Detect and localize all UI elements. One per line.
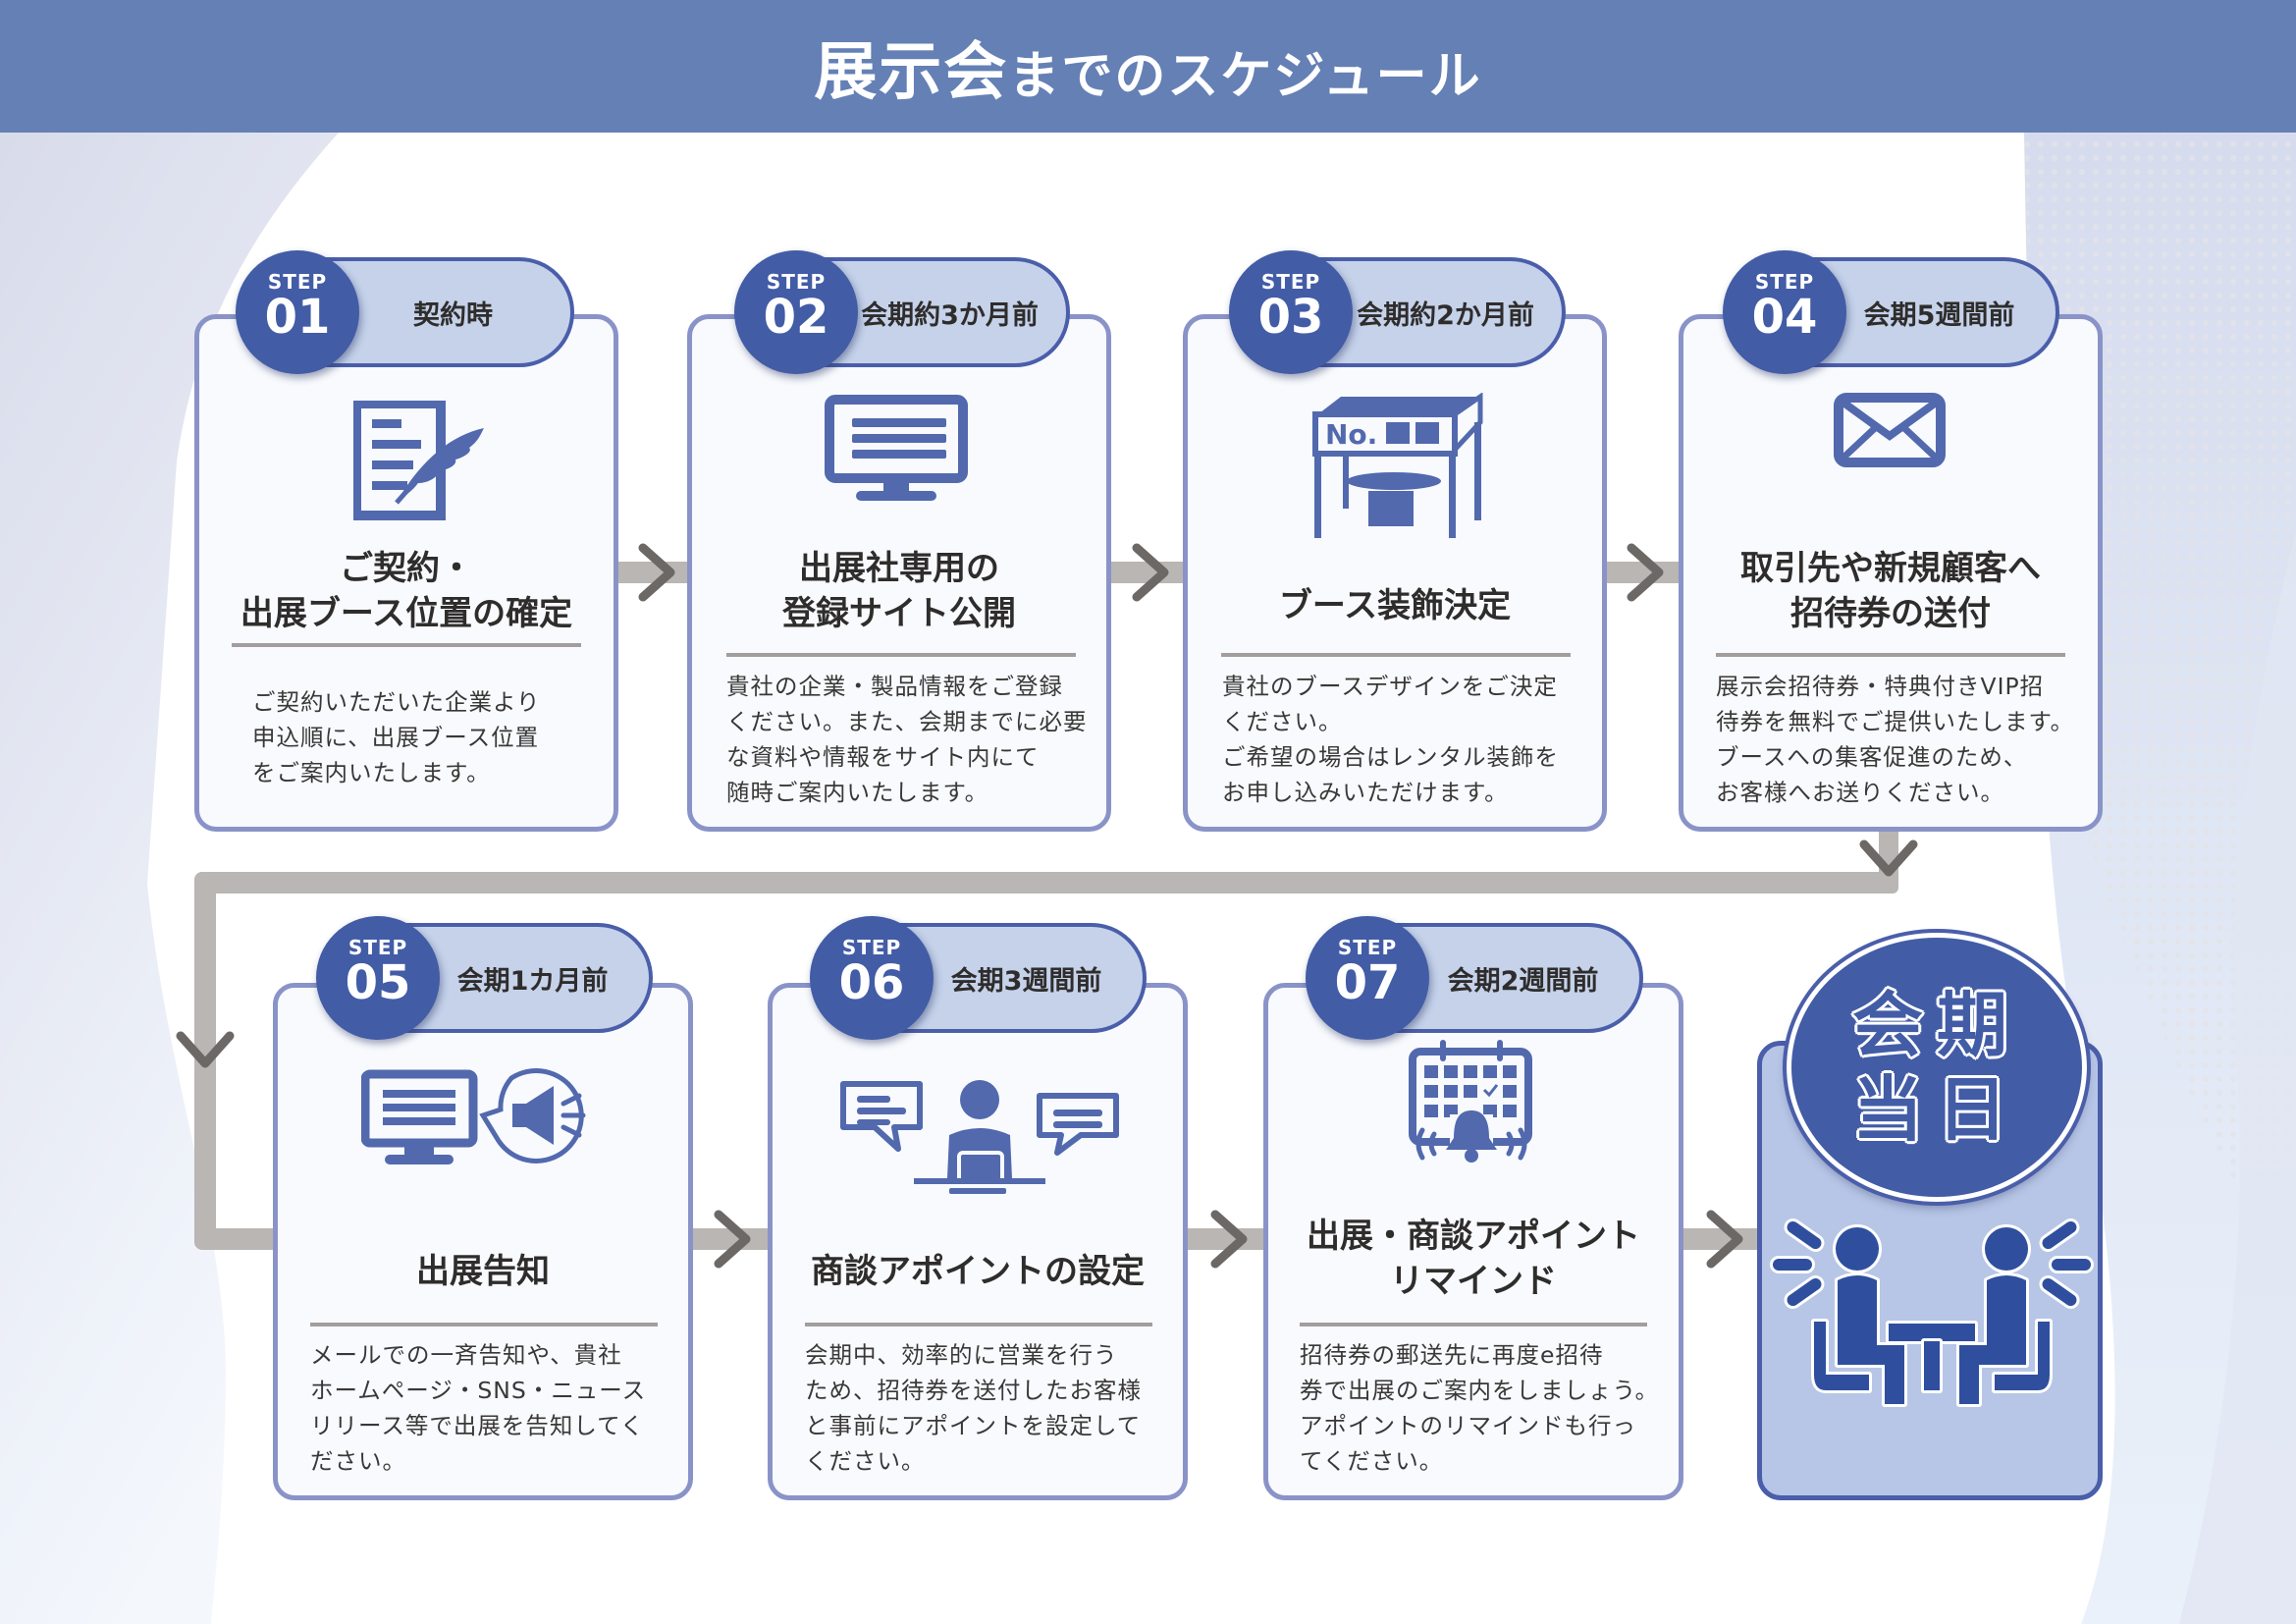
step-number: 03 [1257,290,1324,345]
booth-number-label: No. [1325,418,1377,451]
divider [805,1323,1152,1326]
step-description: ご契約いただいた企業より 申込順に、出展ブース位置 をご案内いたします。 [252,688,541,786]
bg-shape-left [0,133,339,1624]
connector-wrap-horizontal [194,872,1898,893]
step-badge: STEP 07 [1306,916,1429,1040]
envelope-icon [1834,393,1946,467]
chevron-right-icon [714,1210,751,1269]
title-main: 展示会 [814,35,1009,109]
step-description: メールでの一斉告知や、貴社 ホームページ・SNS・ニュース リリース等で出展を告… [310,1341,647,1475]
connector-row2-1 [688,1228,773,1250]
step-title: ブース装飾決定 [1278,586,1512,625]
step-number: 02 [763,290,829,345]
step-description: 招待券の郵送先に再度e招待 券で出展のご案内をしましょう。 アポイントのリマイン… [1300,1341,1660,1475]
step-number: 06 [838,955,905,1010]
step-timing: 会期1カ月前 [456,965,609,997]
step-number: 07 [1334,955,1401,1010]
connector-row1-2 [1104,562,1188,583]
connector-wrap-into-05 [194,1228,278,1250]
step-badge: STEP 04 [1723,250,1846,374]
person-chat-laptop-icon [840,1080,1119,1194]
bg-shape-right-lower [2179,530,2296,1624]
step-description: 展示会招待券・特典付きVIP招 待券を無料でご提供いたします。 ブースへの集客促… [1716,673,2075,806]
chevron-right-icon [1210,1210,1248,1269]
page-title: 展示会までのスケジュール [814,22,1481,112]
step-description: 貴社の企業・製品情報をご登録 ください。また、会期までに必要 な資料や情報をサイ… [726,673,1088,806]
step-description: 会期中、効率的に営業を行う ため、招待券を送付したお客様 と事前にアポイントを設… [805,1341,1142,1475]
step-number: 05 [345,955,411,1010]
step-timing: 会期約2か月前 [1357,299,1534,331]
step-title: 出展社専用の 登録サイト公開 [782,549,1016,633]
step-description: 貴社のブースデザインをご決定 ください。 ご希望の場合はレンタル装飾を お申し込… [1222,673,1559,806]
event-day-line1: 会期 [1851,984,2021,1066]
step-title: 取引先や新規顧客へ 招待券の送付 [1740,549,2041,633]
document-quill-icon [353,401,484,520]
event-day-badge: 会期 当日 [1783,929,2091,1206]
step-timing: 会期3週間前 [950,965,1102,997]
step-title: 出展・商談アポイント リマインド [1307,1217,1640,1301]
step-badge: STEP 03 [1229,250,1353,374]
step-timing: 契約時 [413,299,493,331]
step-timing: 会期約3か月前 [861,299,1039,331]
chevron-right-icon [1132,543,1169,602]
step-badge: STEP 02 [734,250,858,374]
event-day-line2: 当日 [1851,1068,2021,1151]
chevron-right-icon [638,543,675,602]
step-timing: 会期5週間前 [1863,299,2015,331]
step-title: 出展告知 [416,1252,550,1291]
step-badge: STEP 05 [316,916,440,1040]
booth-icon: No. [1312,393,1483,538]
chevron-right-icon [1627,543,1664,602]
divider [1300,1323,1647,1326]
step-number: 01 [264,290,331,345]
chevron-down-icon [1859,839,1918,877]
calendar-bell-icon [1409,1040,1532,1163]
divider [232,643,581,647]
connector-row2-2 [1183,1228,1268,1250]
title-rest: までのスケジュール [1008,46,1482,106]
connector-row1-1 [614,562,692,583]
connector-row1-3 [1602,562,1683,583]
chevron-right-icon [1706,1210,1743,1269]
step-title: 商談アポイントの設定 [811,1252,1145,1291]
chevron-down-icon [176,1031,235,1068]
monitor-megaphone-icon [361,1067,586,1164]
meeting-people-icon [1770,1218,2094,1407]
monitor-icon [825,395,968,501]
step-timing: 会期2週間前 [1447,965,1599,997]
step-number: 04 [1751,290,1818,345]
step-title: ご契約・ 出展ブース位置の確定 [240,549,573,633]
divider [310,1323,658,1326]
connector-row2-3 [1679,1228,1762,1250]
step-badge: STEP 06 [810,916,934,1040]
step-badge: STEP 01 [236,250,359,374]
divider [1716,653,2065,657]
page-header: 展示会までのスケジュール [0,0,2296,133]
divider [726,653,1076,657]
divider [1221,653,1571,657]
